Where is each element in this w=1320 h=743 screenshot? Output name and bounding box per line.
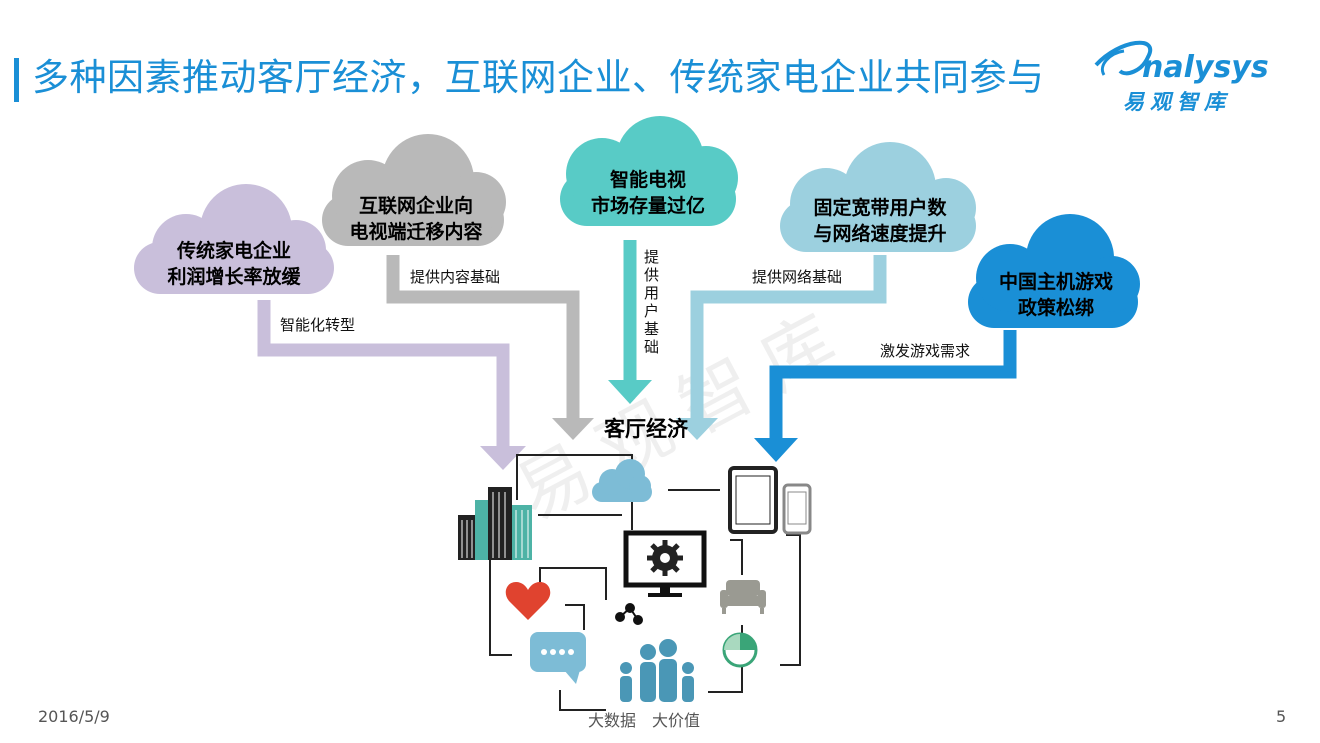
cloud-broadband-line2: 与网络速度提升 <box>813 222 946 245</box>
pie-chart-icon <box>722 632 758 668</box>
cloud-smart-tv-line1: 智能电视 <box>610 168 686 191</box>
arrow-label-broadband: 提供网络基础 <box>752 268 842 286</box>
logo-wordmark: nalysys <box>1142 50 1269 85</box>
arrow-label-internet: 提供内容基础 <box>410 268 500 286</box>
svg-text:供: 供 <box>644 266 659 284</box>
svg-text:基: 基 <box>644 320 659 338</box>
family-icon <box>620 639 694 702</box>
cloud-internet-line2: 电视端迁移内容 <box>349 220 482 243</box>
title-accent-bar <box>14 58 19 102</box>
cloud-console-line1: 中国主机游戏 <box>999 270 1113 293</box>
cloud-internet <box>322 134 506 246</box>
footer-date: 2016/5/9 <box>38 707 110 726</box>
cloud-internet-line1: 互联网企业向 <box>359 194 473 217</box>
cloud-broadband <box>780 142 976 252</box>
analysys-logo: nalysys <box>1094 40 1269 85</box>
cloud-smart-tv <box>560 116 738 226</box>
arrow-smart-tv <box>608 240 652 404</box>
svg-text:提: 提 <box>644 248 659 266</box>
cloud-service-icon <box>592 459 652 502</box>
footer-slogan: 大数据 大价值 <box>588 711 701 730</box>
sofa-icon <box>720 580 766 614</box>
share-icon <box>615 603 643 625</box>
logo-subtitle: 易观智库 <box>1123 90 1231 114</box>
svg-text:用: 用 <box>644 284 659 302</box>
tv-settings-icon <box>623 530 707 597</box>
page-number: 5 <box>1276 707 1287 726</box>
arrow-label-console: 激发游戏需求 <box>880 342 970 360</box>
arrow-console <box>754 330 1017 462</box>
cloud-smart-tv-line2: 市场存量过亿 <box>591 194 705 217</box>
arrow-internet <box>386 255 594 440</box>
svg-text:础: 础 <box>644 338 659 356</box>
arrow-appliance <box>257 300 526 470</box>
cloud-broadband-line1: 固定宽带用户数 <box>813 196 947 219</box>
cloud-console-line2: 政策松绑 <box>1018 296 1094 319</box>
arrow-label-smart-tv: 提 供 用 户 基 础 <box>644 248 659 356</box>
heart-icon <box>505 582 551 620</box>
cloud-console <box>968 214 1140 328</box>
phone-icon <box>782 483 812 535</box>
center-label: 客厅经济 <box>604 417 689 441</box>
svg-text:户: 户 <box>644 302 659 320</box>
cloud-appliance-line2: 利润增长率放缓 <box>167 265 301 288</box>
page-title: 多种因素推动客厅经济，互联网企业、传统家电企业共同参与 <box>32 56 1045 99</box>
watermark: 易观智库 <box>502 289 866 536</box>
arrow-broadband <box>676 255 887 440</box>
cloud-appliance <box>134 184 334 294</box>
tablet-icon <box>728 466 778 534</box>
cloud-appliance-line1: 传统家电企业 <box>176 239 291 262</box>
buildings-icon <box>458 487 532 560</box>
arrow-label-appliance: 智能化转型 <box>280 316 355 334</box>
chat-bubble-icon <box>530 632 586 684</box>
